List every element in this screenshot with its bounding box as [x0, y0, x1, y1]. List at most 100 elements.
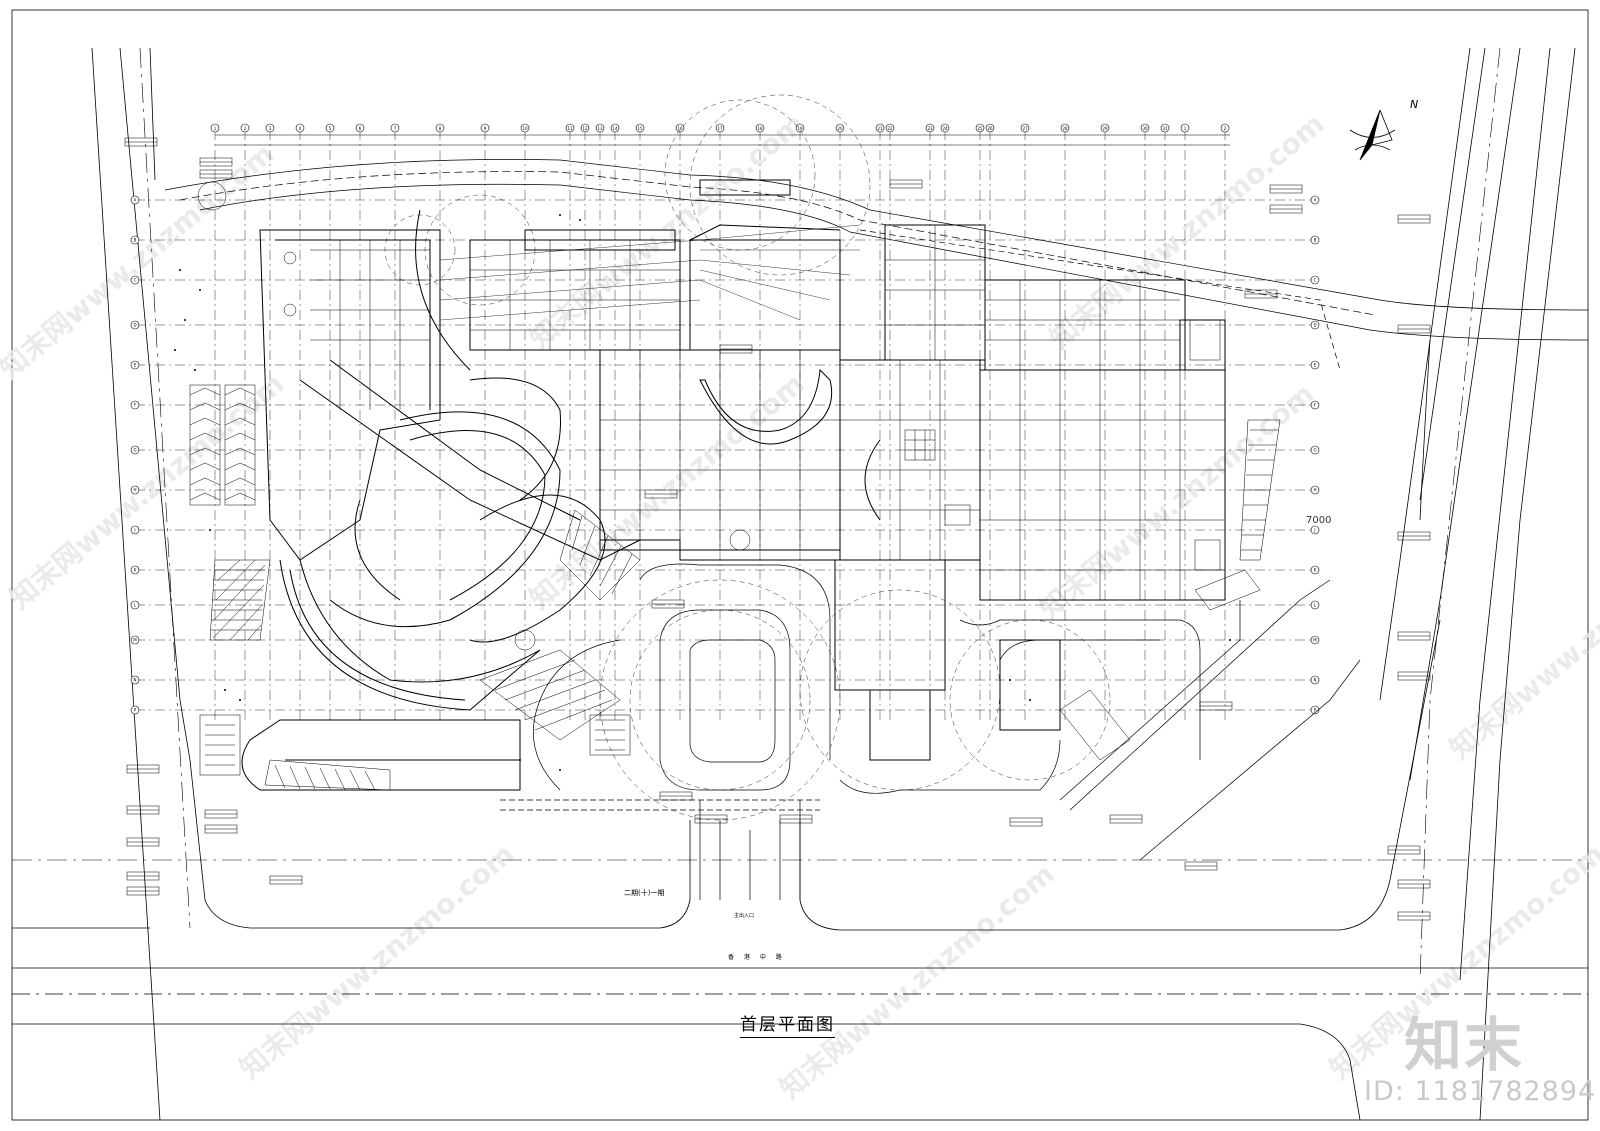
axis-bubble-label: M [1313, 638, 1317, 643]
main-entrance-label: 主出入口 [734, 913, 755, 919]
axis-bubble [390, 123, 400, 133]
axis-bubble-label: G [133, 448, 136, 453]
axis-bubble [1140, 123, 1150, 133]
axis-bubble [795, 123, 805, 133]
radiating-lines [439, 224, 861, 321]
axis-bubble [885, 123, 895, 133]
axis-bubble-label: 24 [942, 126, 948, 131]
axis-bubble [610, 123, 620, 133]
axis-bubble-label: 1 [214, 126, 217, 131]
axis-bubble-label: 11 [567, 126, 573, 131]
axis-bubble-label: 30 [1142, 126, 1148, 131]
axis-bubble [130, 675, 140, 685]
axis-bubble-label: 22 [887, 126, 893, 131]
axis-bubble [635, 123, 645, 133]
axis-bubble [1310, 675, 1320, 685]
axis-bubble [1180, 123, 1190, 133]
axis-bubble-label: B [1314, 238, 1317, 243]
axis-bubble [1100, 123, 1110, 133]
axis-bubble [325, 123, 335, 133]
axis-bubble [1310, 195, 1320, 205]
axis-bubble [480, 123, 490, 133]
dimension-label: 7000 [1306, 515, 1332, 526]
axis-bubble [1310, 275, 1320, 285]
axis-bubble [130, 195, 140, 205]
axis-bubble [1310, 235, 1320, 245]
axis-bubble [940, 123, 950, 133]
axis-bubble-label: H [1313, 488, 1316, 493]
watermark-text: 知末网www.znzmo.com [1043, 107, 1330, 355]
axis-bubble [130, 525, 140, 535]
axis-bubble-label: 17 [717, 126, 723, 131]
axis-bubble-label: 25 [977, 126, 983, 131]
axis-bubble-label: E [134, 363, 137, 368]
axis-bubble [130, 705, 140, 715]
axis-bubble [130, 635, 140, 645]
axis-bubble-label: 31 [1162, 126, 1168, 131]
watermark-text: 知末网www.znzmo.com [0, 137, 280, 385]
axis-bubble-label: A [134, 198, 137, 203]
axis-bubble [355, 123, 365, 133]
axis-bubble-label: F [1314, 403, 1317, 408]
axis-bubble [1310, 485, 1320, 495]
axis-bubble-label: E [1314, 363, 1317, 368]
dimension-line-top [215, 134, 1230, 146]
axis-bubble-label: K [1314, 568, 1317, 573]
north-arrow-icon [1349, 109, 1396, 161]
axis-bubble [295, 123, 305, 133]
axis-bubble-label: J [133, 528, 135, 533]
watermark-text: 知末网www.znzmo.com [3, 367, 290, 615]
landscape-dots [174, 214, 1231, 771]
axis-bubble-label: L [134, 603, 137, 608]
axis-bubble-label: 8 [439, 126, 442, 131]
axis-bubble [580, 123, 590, 133]
axis-bubble [1160, 123, 1170, 133]
axis-bubble [130, 445, 140, 455]
axis-bubble-label: C [134, 278, 137, 283]
axis-bubble [1060, 123, 1070, 133]
axis-bubble-label: 27 [1022, 126, 1028, 131]
axis-bubble-label: N [134, 678, 137, 683]
axis-bubble-label: 2 [244, 126, 247, 131]
axis-bubble [130, 275, 140, 285]
axis-bubble-label: L [1314, 603, 1317, 608]
axis-bubble [1310, 705, 1320, 715]
axis-bubble [835, 123, 845, 133]
axis-bubble-label: J [1313, 528, 1315, 533]
axis-bubble [130, 565, 140, 575]
axis-bubble [130, 320, 140, 330]
axis-bubble [1020, 123, 1030, 133]
watermark-id: ID: 1181782894 [1364, 1076, 1597, 1107]
axis-bubble [1310, 360, 1320, 370]
axis-bubble [130, 600, 140, 610]
site-north-boundary [164, 159, 1381, 371]
axis-bubble [130, 485, 140, 495]
axis-bubble-label: P [1314, 708, 1317, 713]
axis-bubble [1310, 400, 1320, 410]
axis-bubble-label: 7 [394, 126, 397, 131]
north-label: N [1410, 98, 1419, 111]
axis-bubble [985, 123, 995, 133]
axis-bubble-label: 2 [1224, 126, 1227, 131]
axis-bubble [1310, 565, 1320, 575]
axis-bubble-label: D [1313, 323, 1316, 328]
axis-bubble [595, 123, 605, 133]
axis-bubble [975, 123, 985, 133]
site-roads [12, 47, 1589, 1121]
axis-bubble-label: A [1314, 198, 1317, 203]
west-building [241, 209, 641, 791]
drawing-title: 首层平面图 [740, 1010, 835, 1038]
axis-bubble-label: 28 [1062, 126, 1068, 131]
watermark-logo: 知末 [1404, 1011, 1525, 1079]
axis-bubble-label: 26 [987, 126, 993, 131]
drawing-frame [11, 9, 1589, 1121]
axis-bubble-label: K [134, 568, 137, 573]
axis-bubble-label: 19 [797, 126, 803, 131]
axis-bubble [1220, 123, 1230, 133]
axis-bubble [755, 123, 765, 133]
axis-bubble [240, 123, 250, 133]
turning-circles [384, 94, 1111, 821]
axis-bubble [875, 123, 885, 133]
parking-west [189, 384, 256, 506]
